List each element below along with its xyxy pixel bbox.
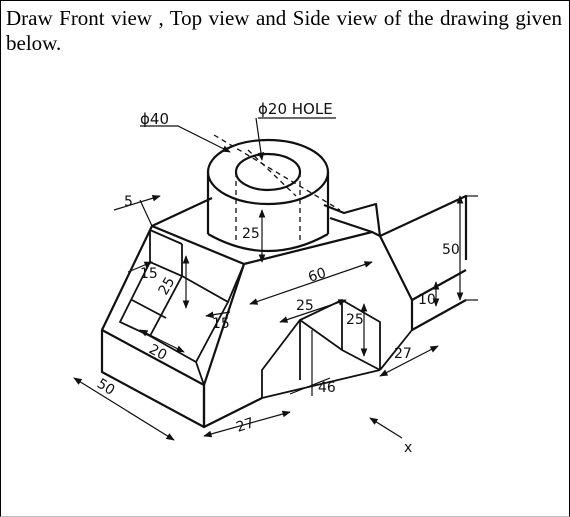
label-dim-15-left: 15 <box>140 266 158 282</box>
base-back-notch <box>323 202 382 237</box>
question-text: Draw Front view , Top view and Side view… <box>6 6 562 55</box>
label-dia-outer: ϕ40 <box>140 110 169 128</box>
label-dim-46: 46 <box>318 380 336 396</box>
label-dim-25-notch-height: 25 <box>346 312 364 328</box>
label-dia-hole: ϕ20 HOLE <box>258 100 333 118</box>
label-dim-10: 10 <box>418 292 436 308</box>
label-dim-27-front: 27 <box>234 415 256 436</box>
label-dim-60: 60 <box>306 265 328 286</box>
label-dim-27-right: 27 <box>394 346 412 362</box>
base-mid-step <box>243 230 381 266</box>
label-dim-25-notch-width: 25 <box>296 298 314 314</box>
dimension-lines <box>73 117 478 441</box>
cylinder <box>206 138 330 253</box>
label-dim-5: 5 <box>124 194 133 210</box>
label-dim-25-slot: 25 <box>156 275 179 298</box>
base-front-slope <box>202 263 246 386</box>
front-notch <box>261 298 413 399</box>
hidden-lines <box>213 134 341 240</box>
base-right-bottom <box>411 299 467 331</box>
cylinder-bottom-arc <box>207 233 329 253</box>
base-right-slope <box>379 235 414 330</box>
base-top-back-edge <box>151 197 213 227</box>
label-dim-15-inner: 15 <box>212 316 230 332</box>
label-view-x: x <box>404 440 412 456</box>
dimension-labels: ϕ40 ϕ20 HOLE 5 25 15 25 15 20 50 60 25 2… <box>94 100 460 456</box>
label-dim-50-right: 50 <box>442 242 460 258</box>
base-top-back-right <box>329 216 373 234</box>
label-dim-25-cylinder: 25 <box>242 226 260 242</box>
label-dim-20: 20 <box>146 341 169 363</box>
